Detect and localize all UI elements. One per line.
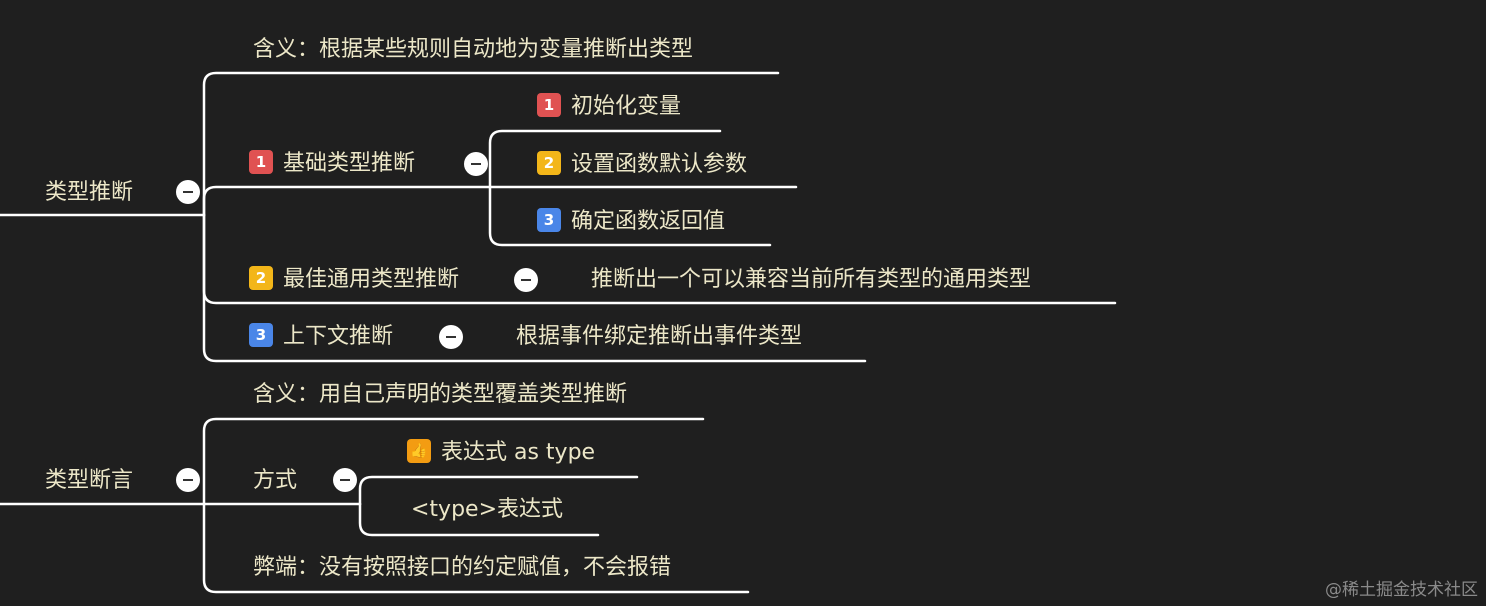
node-init-variable[interactable]: 1 初始化变量: [537, 93, 682, 120]
node-contextual-label: 上下文推断: [283, 324, 394, 349]
node-inference-meaning[interactable]: 含义：根据某些规则自动地为变量推断出类型: [253, 37, 694, 62]
node-contextual-inference[interactable]: 3 上下文推断: [249, 323, 394, 350]
node-contextual-detail[interactable]: 根据事件绑定推断出事件类型: [516, 324, 803, 349]
node-return-value[interactable]: 3 确定函数返回值: [537, 208, 726, 235]
watermark: @稀土掘金技术社区: [1325, 580, 1478, 600]
collapse-method-button[interactable]: [333, 468, 357, 492]
priority-2-icon: 2: [537, 151, 561, 175]
node-as-type[interactable]: 👍 表达式 as type: [407, 439, 596, 466]
node-assertion-method[interactable]: 方式: [253, 468, 298, 493]
branch-line-as-type: [358, 475, 639, 506]
node-best-common-inference[interactable]: 2 最佳通用类型推断: [249, 266, 460, 293]
branch-line-contextual: [202, 213, 867, 363]
node-assertion-meaning[interactable]: 含义：用自己声明的类型覆盖类型推断: [253, 382, 628, 407]
node-best-common-label: 最佳通用类型推断: [283, 267, 460, 292]
node-type-inference[interactable]: 类型推断: [45, 180, 134, 205]
node-default-param[interactable]: 2 设置函数默认参数: [537, 151, 748, 178]
collapse-basic-inference-button[interactable]: [464, 152, 488, 176]
priority-3-icon: 3: [537, 208, 561, 232]
collapse-type-inference-button[interactable]: [176, 180, 200, 204]
collapse-type-assertion-button[interactable]: [176, 468, 200, 492]
node-basic-inference-label: 基础类型推断: [283, 151, 416, 176]
collapse-best-common-button[interactable]: [514, 268, 538, 292]
branch-line-meaning-2: [202, 417, 705, 506]
thumbs-up-icon: 👍: [407, 439, 431, 463]
priority-1-icon: 1: [537, 93, 561, 117]
branch-line-return-value: [488, 185, 772, 247]
collapse-contextual-button[interactable]: [439, 325, 463, 349]
node-as-type-label: 表达式 as type: [441, 440, 596, 465]
branch-line-basic: [202, 185, 492, 217]
node-return-value-label: 确定函数返回值: [571, 209, 726, 234]
node-angle-type[interactable]: <type>表达式: [411, 497, 564, 522]
node-default-param-label: 设置函数默认参数: [571, 152, 748, 177]
branch-line-meaning-1: [202, 71, 780, 217]
node-basic-inference[interactable]: 1 基础类型推断: [249, 150, 416, 177]
node-init-variable-label: 初始化变量: [571, 94, 682, 119]
node-best-common-detail[interactable]: 推断出一个可以兼容当前所有类型的通用类型: [591, 267, 1032, 292]
priority-3-icon: 3: [249, 323, 273, 347]
branch-line-angle-type: [358, 502, 600, 537]
node-assertion-drawback[interactable]: 弊端：没有按照接口的约定赋值，不会报错: [253, 555, 672, 580]
branch-line-drawback: [202, 502, 750, 594]
priority-2-icon: 2: [249, 266, 273, 290]
node-type-assertion[interactable]: 类型断言: [45, 468, 134, 493]
priority-1-icon: 1: [249, 150, 273, 174]
branch-line-init-var: [488, 129, 722, 189]
